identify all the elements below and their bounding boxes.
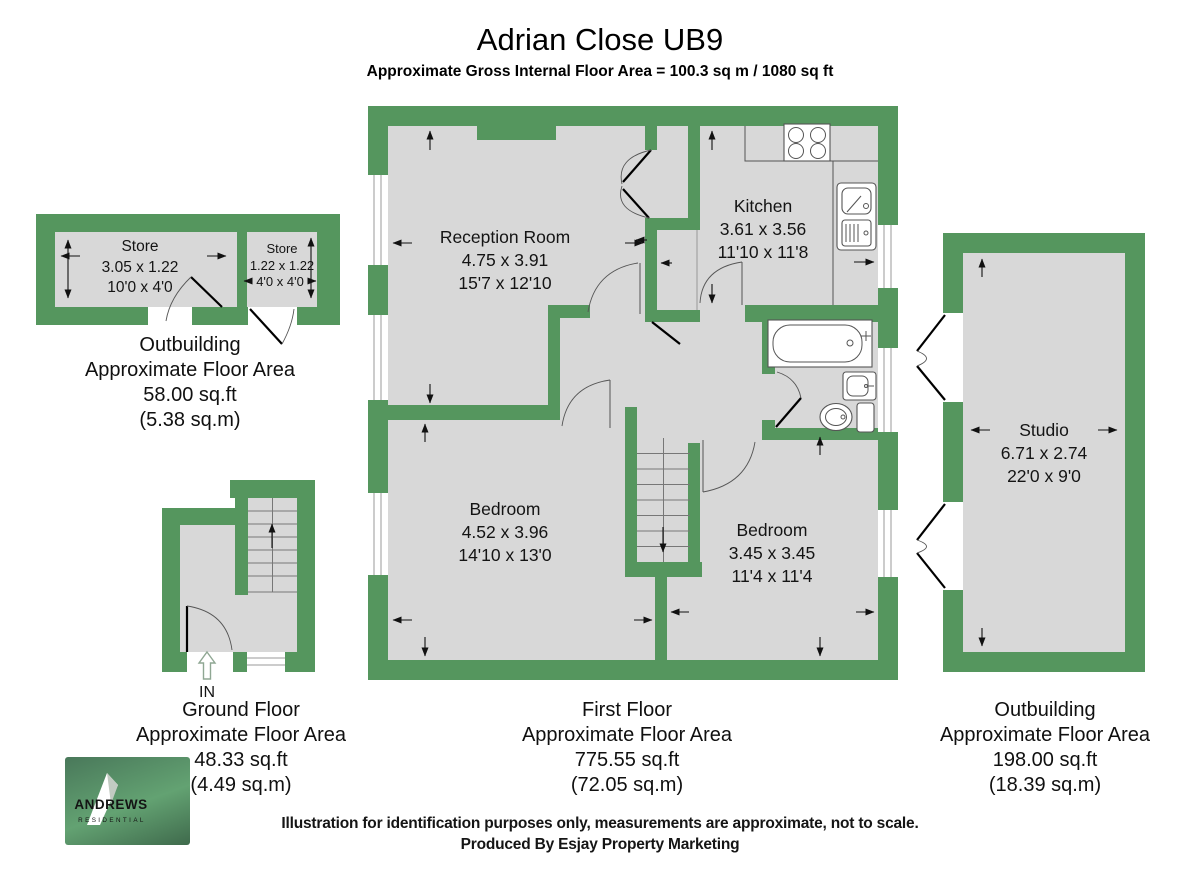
stairs-ground-floor — [248, 498, 297, 593]
door-leaf — [651, 321, 681, 345]
door-arc — [916, 503, 946, 589]
sink-icon — [836, 182, 877, 251]
area-label-line: 48.33 sq.ft — [194, 749, 288, 771]
area-label-line: (5.38 sq.m) — [139, 409, 241, 431]
door-arc — [561, 379, 611, 428]
logo: ANDREWS RESIDENTIAL — [65, 757, 190, 845]
logo-brand: ANDREWS — [74, 797, 147, 812]
outbuilding-walls — [36, 214, 340, 325]
door-arc — [699, 261, 743, 305]
entrance-arrow-icon — [197, 650, 217, 680]
logo-a-facet — [107, 773, 118, 804]
disclaimer: Illustration for identification purposes… — [281, 815, 919, 832]
area-label-line: Approximate Floor Area — [521, 724, 733, 746]
logo-division: RESIDENTIAL — [78, 817, 146, 824]
area-label-line: 198.00 sq.ft — [992, 749, 1098, 771]
door-arc — [620, 149, 652, 219]
room-kitchen: Kitchen 3.61 x 3.56 11'10 x 11'8 — [718, 196, 809, 262]
room-label: Bedroom — [736, 520, 807, 540]
room-label: Bedroom — [469, 499, 540, 519]
studio-walls — [943, 233, 1145, 672]
room-dim-imperial: 11'4 x 11'4 — [732, 566, 813, 586]
area-label-line: Ground Floor — [182, 699, 300, 721]
door-arc — [702, 440, 756, 493]
area-label-line: (18.39 sq.m) — [988, 774, 1102, 796]
entrance-label: IN — [199, 684, 215, 701]
area-label-line: Outbuilding — [139, 334, 241, 356]
room-store-2: Store 1.22 x 1.22 4'0 x 4'0 — [250, 241, 314, 289]
studio-floor — [963, 253, 1125, 652]
area-label-line: First Floor — [582, 699, 672, 721]
dimension-arrow — [970, 258, 1118, 647]
area-label-line: Approximate Floor Area — [939, 724, 1151, 746]
area-label-line: Approximate Floor Area — [84, 359, 296, 381]
room-store-1: Store 3.05 x 1.22 10'0 x 4'0 — [102, 238, 179, 296]
producer: Produced By Esjay Property Marketing — [460, 836, 740, 853]
bath-icon — [767, 319, 873, 368]
dimension-arrow — [392, 130, 875, 657]
room-reception: Reception Room 4.75 x 3.91 15'7 x 12'10 — [440, 227, 570, 293]
room-dim-imperial: 14'10 x 13'0 — [458, 545, 552, 565]
door-arc — [775, 371, 802, 428]
room-dim-metric: 1.22 x 1.22 — [250, 258, 314, 273]
room-label: Reception Room — [440, 227, 570, 247]
room-dim-imperial: 15'7 x 12'10 — [458, 273, 552, 293]
room-dim-metric: 3.05 x 1.22 — [102, 259, 179, 276]
dimension-arrow — [60, 237, 317, 299]
window-icon — [368, 175, 898, 577]
area-label-line: (4.49 sq.m) — [190, 774, 292, 796]
stairs-first-floor — [637, 438, 690, 562]
store-floor — [55, 232, 317, 307]
area-label-line: Approximate Floor Area — [135, 724, 347, 746]
area-label-line: (72.05 sq.m) — [570, 774, 684, 796]
ground-floor-walls — [162, 480, 315, 672]
area-label-first-floor: First Floor Approximate Floor Area 775.5… — [477, 698, 777, 798]
area-label-outbuilding-right: Outbuilding Approximate Floor Area 198.0… — [895, 698, 1195, 798]
door-arc — [165, 276, 223, 322]
studio-plan: Studio 6.71 x 2.74 22'0 x 9'0 — [916, 233, 1145, 672]
room-bedroom-2: Bedroom 3.45 x 3.45 11'4 x 11'4 — [729, 520, 816, 586]
room-dim-metric: 4.52 x 3.96 — [462, 522, 549, 542]
hob-icon — [744, 123, 878, 305]
ground-floor-plan: IN — [162, 480, 315, 701]
room-label: Studio — [1019, 420, 1069, 440]
room-dim-imperial: 11'10 x 11'8 — [718, 242, 809, 262]
left-outbuilding-plan: Store 3.05 x 1.22 10'0 x 4'0 Store 1.22 … — [36, 214, 340, 345]
area-label-outbuilding-left: Outbuilding Approximate Floor Area 58.00… — [40, 333, 340, 433]
area-label-line: 775.55 sq.ft — [574, 749, 680, 771]
page-title: Adrian Close UB9 — [476, 22, 724, 57]
room-dim-metric: 3.61 x 3.56 — [720, 219, 807, 239]
andrews-logo-icon: ANDREWS RESIDENTIAL — [74, 773, 147, 825]
room-dim-imperial: 4'0 x 4'0 — [256, 274, 304, 289]
room-dim-metric: 6.71 x 2.74 — [1001, 443, 1088, 463]
area-label-line: Outbuilding — [994, 699, 1096, 721]
room-dim-imperial: 22'0 x 9'0 — [1007, 466, 1081, 486]
area-label-line: 58.00 sq.ft — [143, 384, 237, 406]
first-floor-plan: Reception Room 4.75 x 3.91 15'7 x 12'10 … — [368, 106, 898, 680]
toilet-icon — [819, 402, 875, 433]
door-arc — [185, 605, 233, 652]
room-label: Store — [266, 241, 297, 256]
room-dim-metric: 3.45 x 3.45 — [729, 543, 816, 563]
area-label-ground-floor: Ground Floor Approximate Floor Area 48.3… — [91, 698, 391, 798]
door-arc — [587, 262, 641, 314]
room-label: Kitchen — [734, 196, 792, 216]
door-arc — [249, 308, 295, 345]
basin-icon — [842, 371, 877, 401]
room-dim-metric: 4.75 x 3.91 — [462, 250, 549, 270]
door-arc — [916, 314, 946, 401]
page-subtitle: Approximate Gross Internal Floor Area = … — [366, 63, 834, 80]
room-label: Store — [121, 238, 158, 255]
room-studio: Studio 6.71 x 2.74 22'0 x 9'0 — [1001, 420, 1088, 486]
room-dim-imperial: 10'0 x 4'0 — [107, 279, 173, 296]
room-bedroom-1: Bedroom 4.52 x 3.96 14'10 x 13'0 — [458, 499, 552, 565]
